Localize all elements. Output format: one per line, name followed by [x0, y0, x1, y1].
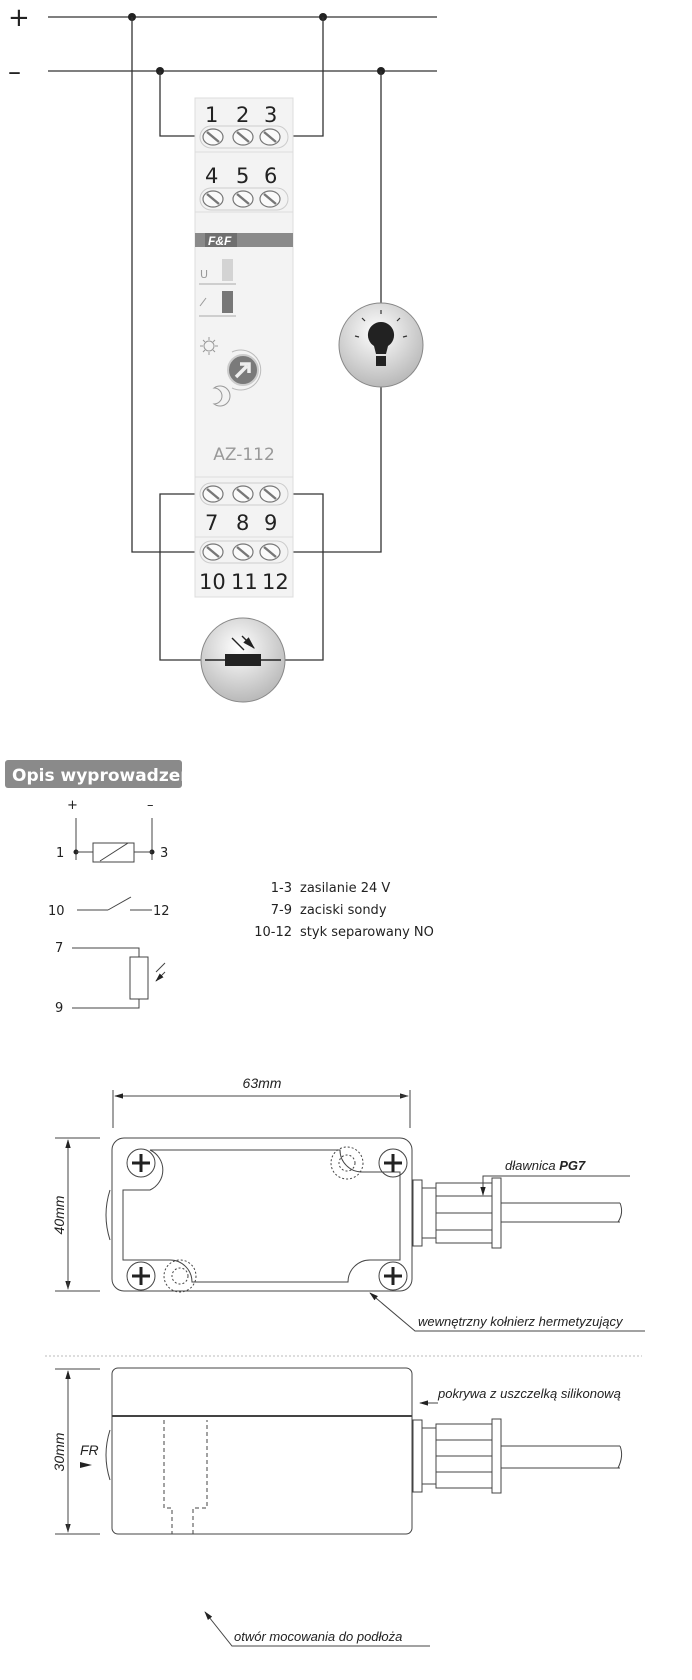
photo-sensor-icon [200, 617, 286, 703]
terminal-7: 7 [205, 511, 218, 535]
terminal-12: 12 [262, 570, 289, 594]
terminal-9: 9 [264, 511, 277, 535]
junction-dots [128, 13, 385, 75]
svg-text:10: 10 [48, 904, 65, 919]
svg-text:12: 12 [153, 904, 170, 919]
fr-label: FR [80, 1442, 99, 1458]
contact-symbol: 10 12 [48, 896, 170, 919]
svg-text:7: 7 [55, 941, 63, 956]
terminal-11: 11 [231, 570, 258, 594]
section-title: Opis wyprowadzeń [12, 766, 192, 786]
height-dimension: 40mm [51, 1195, 67, 1234]
svg-text:7-9: 7-9 [271, 903, 292, 918]
svg-text:zaciski sondy: zaciski sondy [300, 903, 387, 918]
flange-label: wewnętrzny kołnierz hermetyzujący [418, 1314, 624, 1329]
svg-text:1-3: 1-3 [271, 881, 292, 896]
mounting-hole-label: otwór mocowania do podłoża [234, 1629, 402, 1644]
model-label: AZ-112 [213, 445, 275, 465]
cover-label: pokrywa z uszczelką silikonową [437, 1386, 621, 1401]
svg-text:styk separowany NO: styk separowany NO [300, 925, 434, 940]
terminal-5: 5 [236, 164, 249, 188]
svg-text:–: – [147, 798, 154, 813]
housing-side-view: 30mm FR pokrywa z uszczelką silikonową o… [51, 1367, 623, 1647]
led-power [222, 259, 233, 281]
svg-text:10-12: 10-12 [254, 925, 292, 940]
photoresistor-symbol: 7 9 [55, 941, 166, 1016]
relay-coil-symbol: + – 1 3 [56, 798, 168, 863]
sun-icon [200, 337, 218, 355]
housing-top-view: 63mm 40mm dławnica PG7 wewnętrzny kołnie… [51, 1075, 645, 1332]
wires [131, 17, 382, 661]
svg-text:1: 1 [56, 846, 64, 861]
depth-dimension: 30mm [51, 1432, 67, 1471]
plus-label: + [8, 3, 30, 33]
moon-icon [212, 385, 231, 407]
section-header [5, 760, 182, 788]
terminal-2: 2 [236, 103, 249, 127]
svg-text:9: 9 [55, 1001, 63, 1016]
terminal-6: 6 [264, 164, 277, 188]
svg-text:3: 3 [160, 846, 168, 861]
terminal-8: 8 [236, 511, 249, 535]
led-relay [222, 291, 233, 313]
relay-module [194, 97, 294, 598]
width-dimension: 63mm [243, 1075, 282, 1091]
sensitivity-knob[interactable] [227, 354, 259, 386]
svg-text:+: + [67, 798, 78, 813]
lamp-icon [338, 302, 424, 388]
sensitivity-scale [231, 349, 262, 391]
minus-label: – [8, 57, 21, 87]
terminal-1: 1 [205, 103, 218, 127]
brand-logo: F&F [208, 234, 232, 248]
terminal-4: 4 [205, 164, 218, 188]
svg-text:zasilanie 24 V: zasilanie 24 V [300, 881, 390, 896]
led-u-label: U [200, 268, 208, 281]
gland-label: dławnica PG7 [505, 1158, 586, 1173]
terminal-10: 10 [199, 570, 226, 594]
pin-legend: 1-3 zasilanie 24 V 7-9 zaciski sondy 10-… [254, 881, 434, 940]
terminal-3: 3 [264, 103, 277, 127]
